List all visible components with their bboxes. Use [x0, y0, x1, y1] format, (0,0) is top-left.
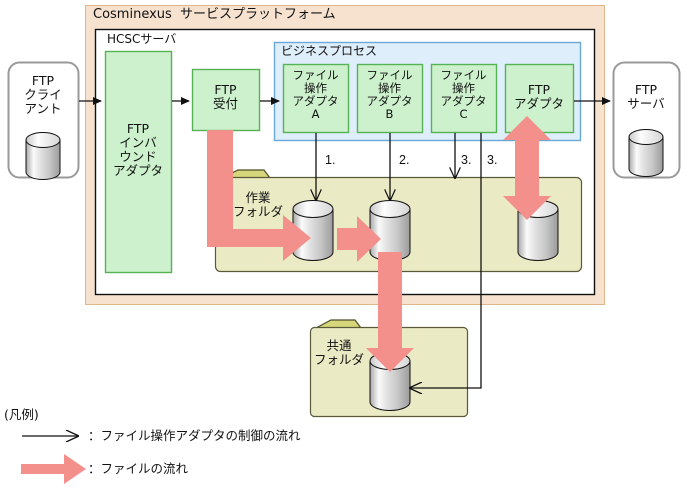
platform-title: Cosminexus サービスプラットフォーム [93, 7, 336, 22]
legend-heading: (凡例) [4, 407, 39, 422]
work-folder-cylinder-2 [369, 200, 411, 261]
work-folder-node [214, 169, 583, 273]
legend-control-flow-label: ：ファイル操作アダプタの制御の流れ [88, 428, 301, 443]
legend-graphics [21, 436, 86, 484]
ftp-client-cylinder [25, 132, 61, 180]
business-process-title: ビジネスプロセス [281, 44, 378, 58]
file-adapter-c-node [430, 63, 498, 134]
legend-file-flow-label: ：ファイルの流れ [88, 461, 189, 476]
ftp-client-node [7, 61, 80, 180]
work-folder-cylinder-1 [292, 200, 334, 261]
arrow-step3b [410, 133, 482, 388]
ftp-server-cylinder [628, 129, 664, 177]
step-label-2: 2. [399, 153, 410, 167]
file-adapter-a-node [282, 63, 350, 134]
file-adapter-b-node [356, 63, 424, 134]
pink-arrow-reception-to-work [207, 130, 311, 261]
pink-arrow-bidirectional-ftpadapter [503, 116, 551, 220]
control-flow-arrows [79, 97, 611, 388]
ftp-server-node [612, 61, 681, 179]
file-flow-arrows [207, 116, 551, 372]
ftp-inbound-adapter-node [104, 50, 173, 274]
step-label-1: 1. [325, 153, 336, 167]
common-folder-label: 共通フォルダ [313, 338, 364, 367]
pink-arrow-work-to-common [366, 252, 414, 372]
pink-arrow-cyl1-to-cyl2 [337, 216, 381, 262]
step-label-3a: 3. [461, 153, 472, 167]
hcsc-server-title: HCSCサーバ [107, 32, 177, 46]
legend-file-flow-arrow [21, 454, 86, 484]
work-folder-label: 作業フォルダ [232, 190, 283, 219]
step-label-3b: 3. [487, 153, 498, 167]
